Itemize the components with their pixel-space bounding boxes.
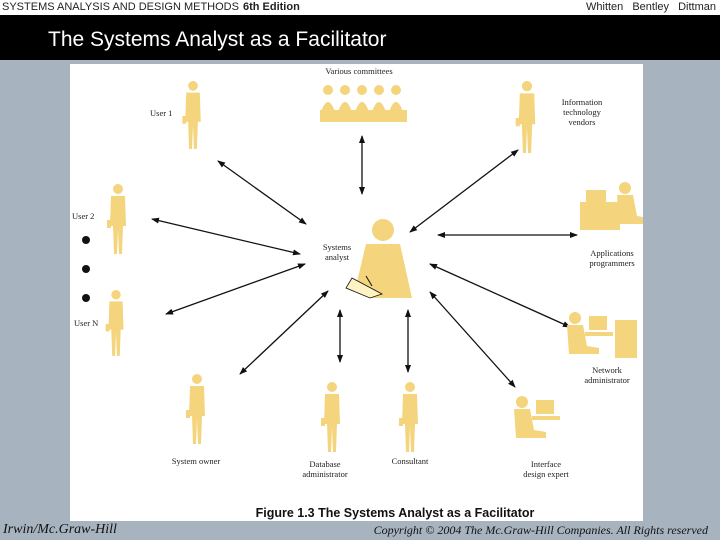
edition: 6th Edition bbox=[242, 1, 300, 13]
label-user-n: User N bbox=[74, 318, 98, 328]
copyright: Copyright © 2004 The Mc.Graw-Hill Compan… bbox=[373, 523, 708, 537]
label-user-1: User 1 bbox=[150, 108, 172, 118]
people-figures bbox=[82, 81, 643, 452]
slide-title: The Systems Analyst as a Facilitator bbox=[48, 28, 387, 51]
title-bar: The Systems Analyst as a Facilitator bbox=[0, 15, 720, 60]
network-figure bbox=[567, 312, 613, 354]
analyst-figure bbox=[345, 219, 412, 299]
label-committees: Various committees bbox=[325, 66, 392, 76]
arrow-8 bbox=[239, 290, 329, 375]
server-tower bbox=[615, 320, 637, 358]
figure-caption: Figure 1.3 The Systems Analyst as a Faci… bbox=[255, 506, 535, 520]
programmer-monitor bbox=[586, 190, 606, 204]
authors: Whitten Bentley Dittman bbox=[586, 1, 716, 13]
interface-figure bbox=[514, 396, 560, 438]
label-user-2: User 2 bbox=[72, 211, 94, 221]
arrow-11 bbox=[429, 291, 516, 388]
user-1-figure bbox=[182, 81, 201, 149]
connector-arrows bbox=[151, 135, 578, 388]
bullet-dot bbox=[82, 265, 90, 273]
arrow-7 bbox=[429, 263, 571, 328]
consultant-figure bbox=[399, 382, 418, 452]
user-2-figure bbox=[107, 184, 126, 254]
committee-figures bbox=[320, 85, 407, 122]
user-n-figure bbox=[105, 290, 124, 356]
label-consultant: Consultant bbox=[392, 456, 429, 466]
programmer-desk bbox=[580, 202, 620, 230]
bullet-dot bbox=[82, 294, 90, 302]
system-owner-figure bbox=[186, 374, 205, 444]
publisher: Irwin/Mc.Graw-Hill bbox=[3, 522, 117, 537]
vendor-figure bbox=[515, 81, 536, 153]
programmer-figure-1 bbox=[617, 182, 643, 224]
bullet-dot bbox=[82, 236, 90, 244]
course-name: SYSTEMS ANALYSIS AND DESIGN METHODS bbox=[2, 1, 239, 13]
arrow-2 bbox=[217, 160, 307, 225]
arrow-4 bbox=[151, 217, 301, 256]
arrow-6 bbox=[165, 263, 306, 315]
arrow-3 bbox=[409, 149, 519, 233]
dba-figure bbox=[321, 382, 340, 452]
label-system-owner: System owner bbox=[172, 456, 221, 466]
